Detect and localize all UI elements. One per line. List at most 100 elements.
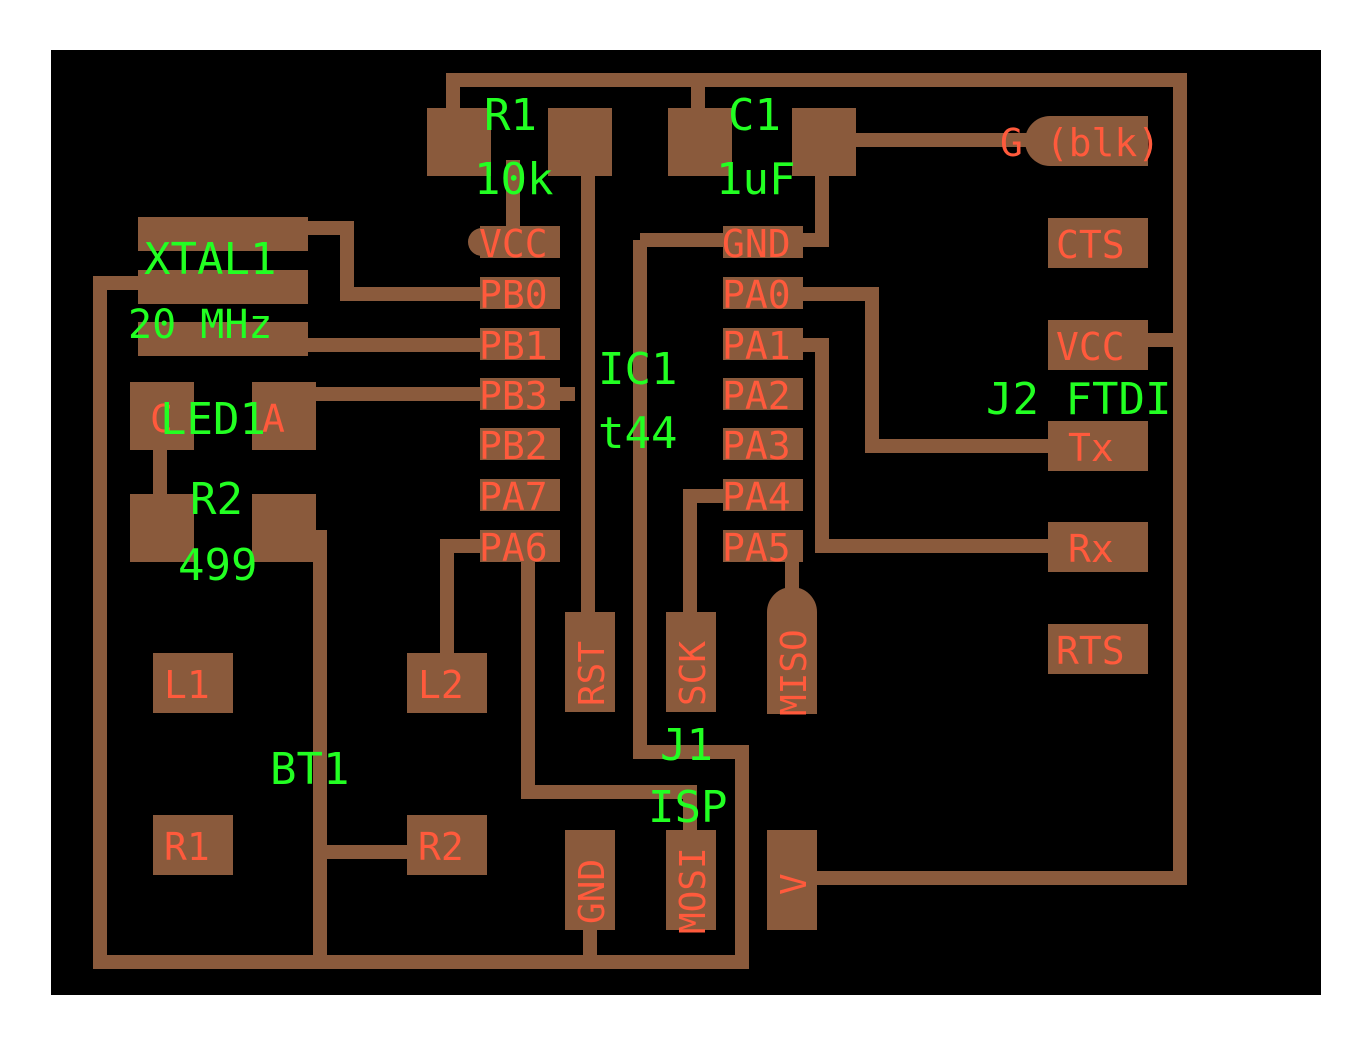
isp-pad-rst — [565, 612, 615, 712]
trace-pa6-l2 — [440, 539, 480, 680]
ic-pin-label: PA0 — [722, 273, 791, 317]
ic-pad-pa6 — [480, 530, 560, 562]
isp-pad-sck — [666, 612, 716, 712]
ic-pin-label: PB2 — [479, 424, 548, 468]
ftdi-label-rx: Rx — [1068, 527, 1114, 571]
ic-pin-label: PA2 — [722, 374, 791, 418]
isp-label-sck: SCK — [673, 641, 714, 706]
ic-pin-label: VCC — [479, 222, 548, 266]
isp-label-mosi: MOSI — [673, 847, 714, 934]
trace-vcc-top — [446, 73, 1187, 347]
xtal1-pad-1 — [138, 217, 308, 251]
ic-pin-label: PB1 — [479, 324, 548, 368]
led1-ref: LED1 — [160, 394, 266, 445]
c1-pad-1 — [668, 108, 732, 176]
ic-pin-label: PA6 — [479, 526, 548, 570]
isp-label-v: V — [774, 873, 815, 895]
xtal1-pad-3 — [138, 322, 308, 356]
trace-pa0-tx — [770, 287, 1050, 453]
pad-label-l1: L1 — [164, 663, 210, 707]
ic-pad-pa3 — [723, 428, 803, 460]
r2-pad-2 — [252, 494, 316, 562]
ic-pin-label: PA7 — [479, 475, 548, 519]
pad-label-r2: R2 — [418, 825, 464, 869]
isp-label-gnd: GND — [572, 859, 613, 924]
ic-pad-pb3 — [480, 378, 560, 410]
ic-pin-label: PA3 — [722, 424, 791, 468]
isp-label-miso: MISO — [774, 629, 815, 716]
r2-pad-1 — [130, 494, 194, 562]
ic-pin-label: PB3 — [479, 374, 548, 418]
ftdi-label-gnd: G (blk) — [1000, 121, 1160, 165]
isp-pad-v — [767, 830, 817, 930]
bt1-ref: BT1 — [270, 744, 349, 795]
ftdi-pad-rx — [1048, 522, 1148, 572]
battery-pad-labels: L1 L2 R1 R2 — [164, 663, 464, 869]
r2-value: 499 — [178, 540, 257, 591]
c1-ref: C1 — [728, 90, 781, 141]
pad-label-r1: R1 — [164, 825, 210, 869]
ic1-value: t44 — [598, 408, 677, 459]
c1-pad-2 — [792, 108, 856, 176]
isp-pin-labels: RST SCK MISO GND MOSI V — [572, 629, 815, 934]
trace-gnd-left — [93, 233, 749, 969]
xtal1-pad-2 — [138, 270, 308, 304]
trace-sck — [683, 489, 730, 640]
ftdi-pad-gnd — [1025, 116, 1148, 166]
r2-ref: R2 — [190, 474, 243, 525]
isp-pad-gnd — [565, 830, 615, 930]
c1-value: 1uF — [716, 154, 795, 205]
ftdi-pad-vcc — [1048, 320, 1148, 370]
r1-ref: R1 — [484, 90, 537, 141]
copper-pads — [130, 108, 1148, 930]
ftdi-pad-cts — [1048, 218, 1148, 268]
ic-pad-pa4 — [723, 479, 803, 511]
ftdi-label-cts: CTS — [1056, 223, 1125, 267]
ic-pad-pa0 — [723, 277, 803, 309]
isp-pad-miso — [767, 587, 817, 714]
ftdi-label-rts: RTS — [1056, 629, 1125, 673]
xtal1-value: 20 MHz — [128, 302, 273, 348]
ic-pad-gnd — [723, 226, 803, 258]
ic-pad-pb0 — [480, 277, 560, 309]
silkscreen-labels: R1 10k C1 1uF XTAL1 20 MHz IC1 t44 LED1 … — [128, 90, 1171, 833]
ic-pad-pa1 — [723, 328, 803, 360]
ic-pin-label: GND — [722, 222, 791, 266]
pad-label-l2: L2 — [418, 663, 464, 707]
isp-label-rst: RST — [572, 641, 613, 706]
ftdi-pad-rts — [1048, 624, 1148, 674]
ic-pin-labels-left: VCC PB0 PB1 PB3 PB2 PA7 PA6 — [479, 222, 548, 570]
ic1-ref: IC1 — [598, 344, 677, 395]
r1-pad-2 — [548, 108, 612, 176]
battery-pad-r1 — [153, 815, 233, 875]
ftdi-label-tx: Tx — [1068, 426, 1114, 470]
ftdi-pin-labels: G (blk) CTS VCC Tx Rx RTS — [1000, 121, 1160, 673]
trace-pa6-mosi — [521, 560, 697, 860]
r1-pad-1 — [427, 108, 491, 176]
ic-pad-pa5 — [723, 530, 803, 562]
j1-value: ISP — [648, 782, 727, 833]
xtal1-ref: XTAL1 — [144, 234, 276, 285]
trace-xtal-pb0 — [305, 221, 480, 301]
ic-pad-vcc-round — [468, 228, 496, 256]
trace-v-vcc — [805, 340, 1187, 885]
j1-ref: J1 — [660, 720, 713, 771]
led1-label-a: A — [262, 397, 285, 441]
ftdi-label-vcc: VCC — [1056, 325, 1125, 369]
ic-pad-pb1 — [480, 328, 560, 360]
ic-pad-pa2 — [723, 378, 803, 410]
ic-pin-label: PA4 — [722, 475, 791, 519]
ftdi-pad-tx — [1048, 421, 1148, 471]
led1-pad-c — [130, 382, 194, 450]
r1-value: 10k — [474, 154, 553, 205]
ic-pad-pa7 — [480, 479, 560, 511]
ic-pin-label: PA1 — [722, 324, 791, 368]
isp-pad-mosi — [666, 830, 716, 930]
ic-pin-label: PA5 — [722, 526, 791, 570]
led1-label-c: C — [150, 397, 173, 441]
battery-pad-l1 — [153, 653, 233, 713]
ic-pin-labels-right: GND PA0 PA1 PA2 PA3 PA4 PA5 — [722, 222, 791, 570]
led1-pad-a — [252, 382, 316, 450]
battery-pad-r2 — [407, 815, 487, 875]
